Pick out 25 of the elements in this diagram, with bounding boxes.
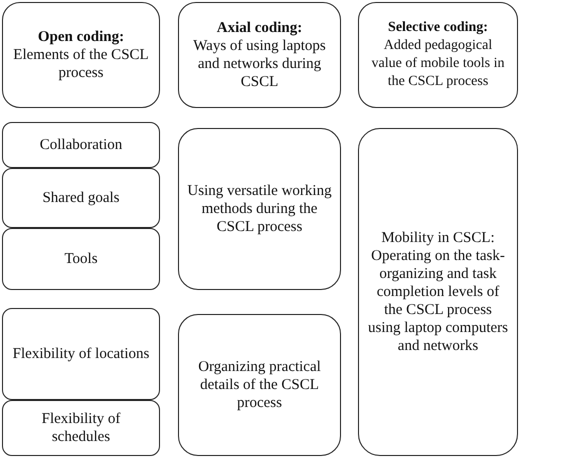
heading-box — [358, 2, 518, 108]
box-text: Ways of using laptops and networks during CSCL — [192, 37, 327, 91]
category-box — [358, 128, 518, 456]
box-text: Collaboration — [40, 136, 122, 154]
box-text: Organizing practical details of the CSCL process — [197, 358, 322, 412]
box-heading: Axial coding: — [216, 19, 302, 37]
category-box — [2, 168, 160, 228]
box-text: Flexibility of schedules — [40, 410, 122, 446]
category-box — [2, 122, 160, 168]
box-text: Mobility in CSCL: Operating on the task-organizing and task completion levels of the CSCL process using laptop computers and networks — [367, 229, 509, 355]
box-text: Tools — [64, 250, 98, 268]
box-text: Flexibility of locations — [12, 345, 150, 363]
box-heading: Selective coding: — [388, 19, 488, 37]
box-text: Using versatile working methods during the CSCL process — [187, 182, 332, 236]
category-box — [178, 128, 341, 290]
category-box — [2, 228, 160, 290]
box-heading: Open coding: — [38, 28, 124, 46]
box-text: Shared goals — [42, 189, 120, 207]
heading-box — [2, 2, 160, 108]
box-text: Elements of the CSCL process — [12, 46, 150, 82]
box-text: Added pedagogical value of mobile tools in the CSCL process — [370, 37, 506, 91]
category-box — [2, 308, 160, 400]
category-box — [2, 400, 160, 456]
heading-box — [178, 2, 341, 108]
category-box — [178, 314, 341, 456]
